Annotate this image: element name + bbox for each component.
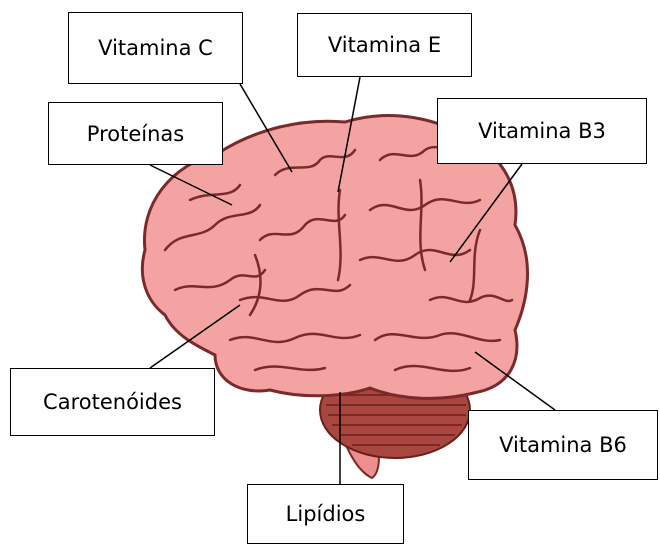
label-vitamina-b6: Vitamina B6 — [468, 410, 658, 480]
label-carotenoides: Carotenóides — [10, 368, 215, 436]
label-proteinas: Proteínas — [48, 102, 223, 165]
label-lipidios: Lipídios — [247, 484, 404, 544]
label-vitamina-b3: Vitamina B3 — [437, 98, 647, 164]
label-vitamina-c: Vitamina C — [68, 12, 243, 84]
label-vitamina-e: Vitamina E — [297, 13, 472, 77]
